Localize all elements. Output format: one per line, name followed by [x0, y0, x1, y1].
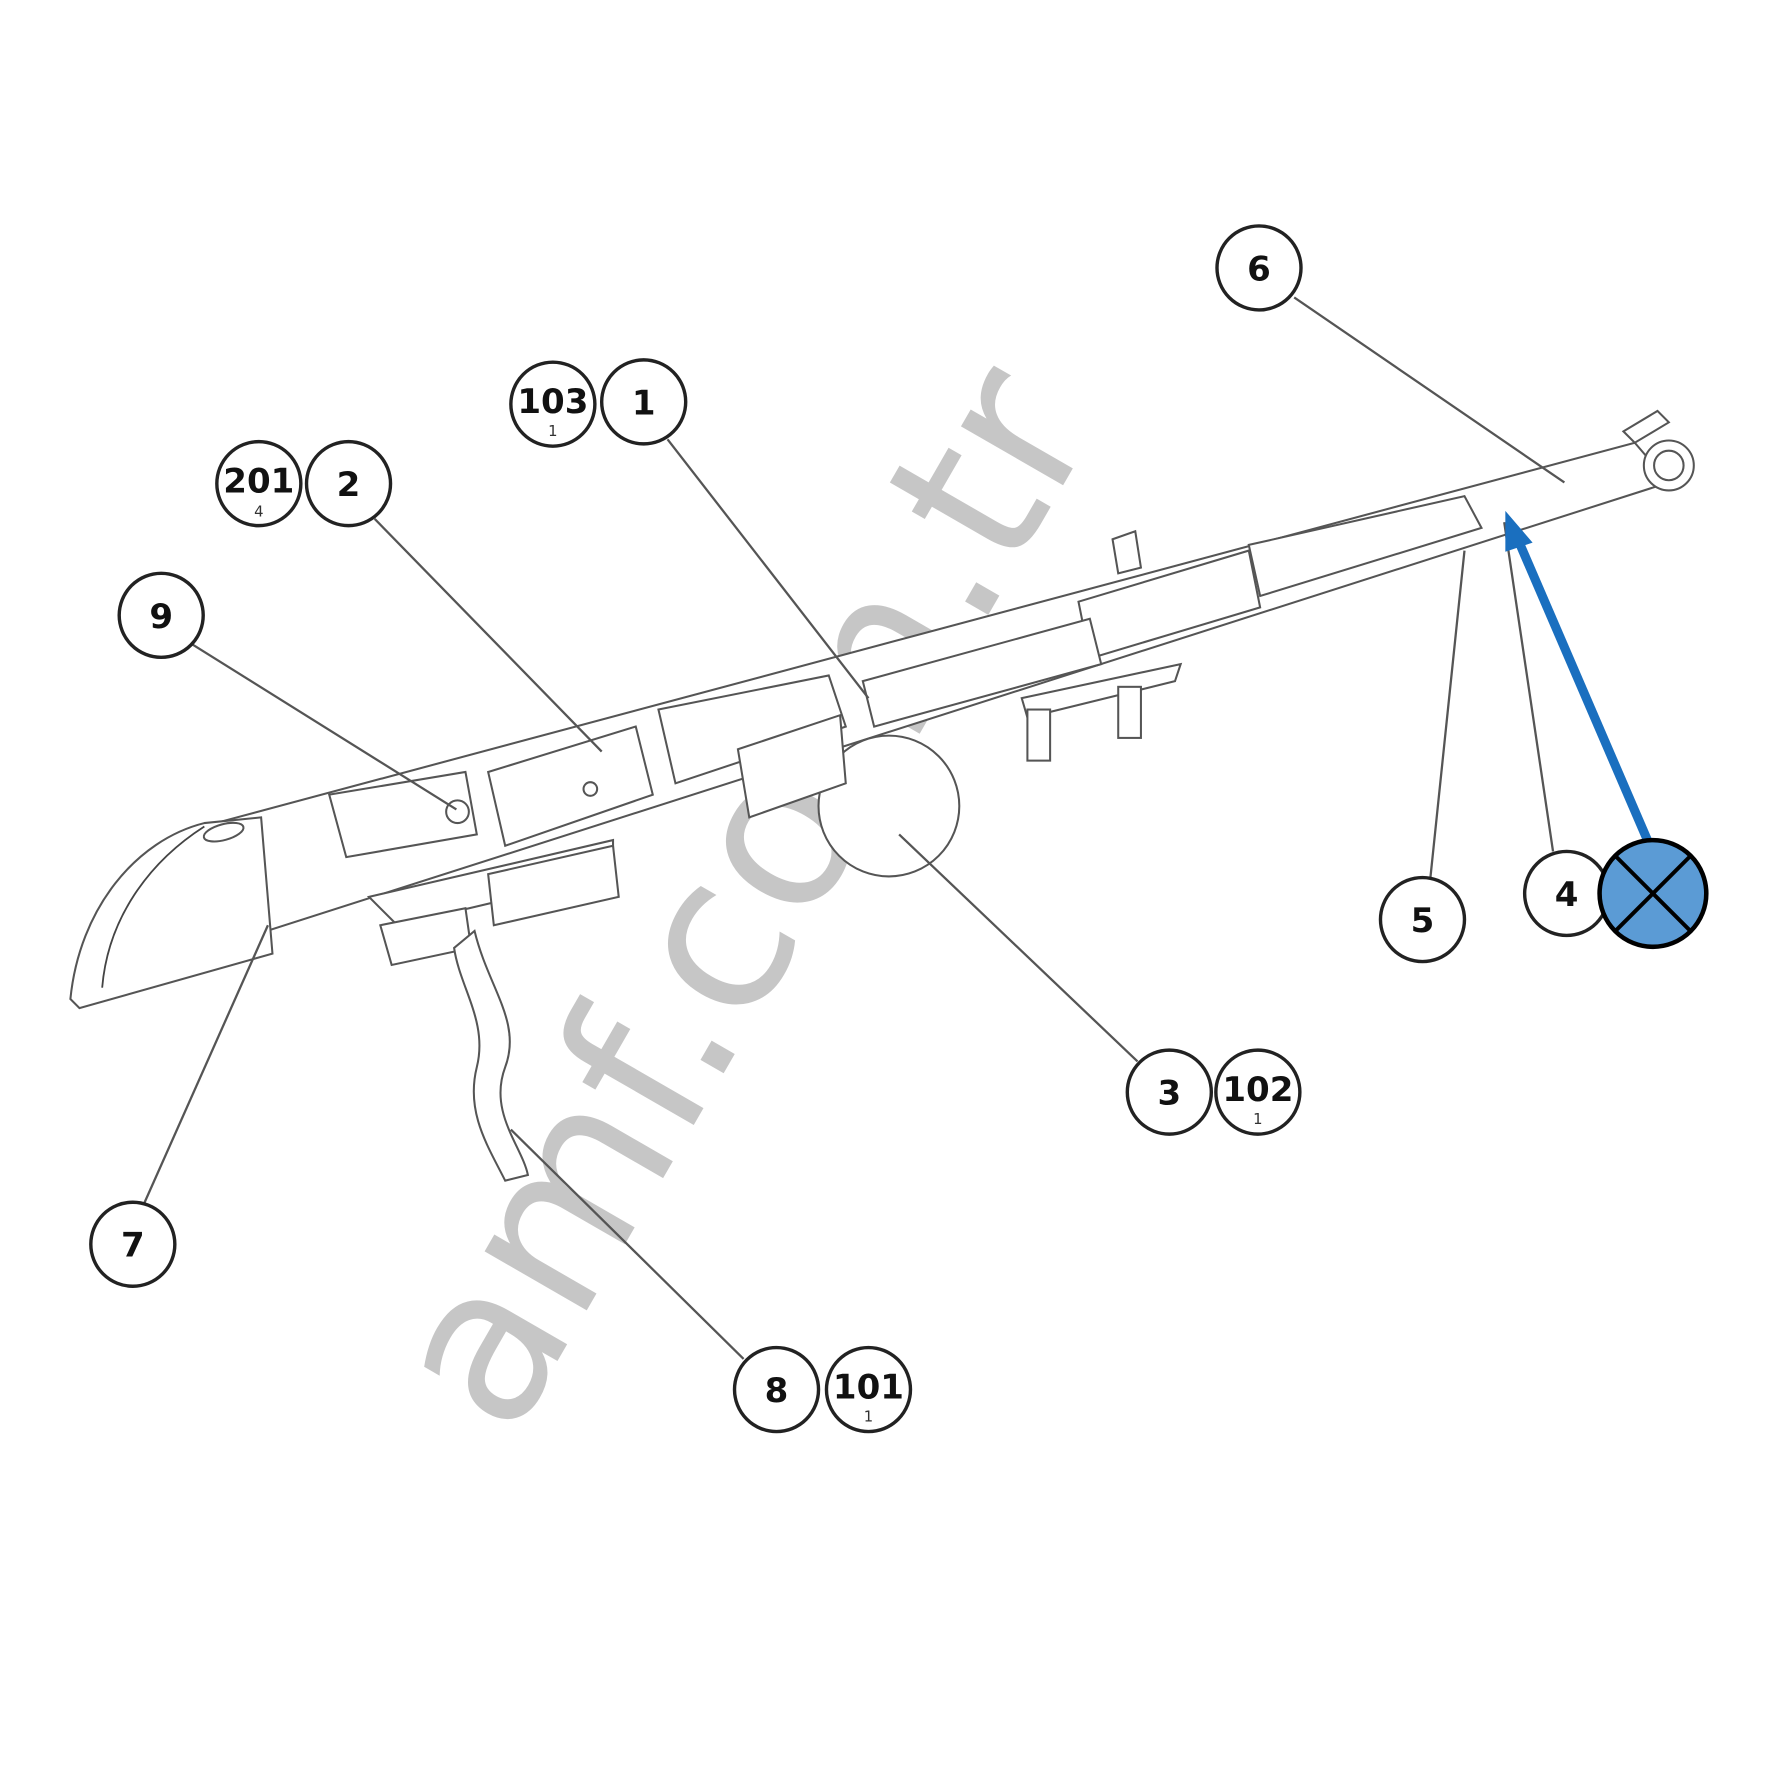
- svg-text:7: 7: [121, 1226, 145, 1266]
- mid-spring: [861, 617, 1103, 728]
- callout-7[interactable]: 7: [89, 1200, 177, 1288]
- svg-text:101: 101: [833, 1368, 904, 1408]
- highlight-arrow: [1505, 510, 1653, 845]
- svg-text:3: 3: [1157, 1074, 1181, 1114]
- svg-text:9: 9: [149, 597, 173, 637]
- stock-butt: [69, 816, 274, 1010]
- trigger: [453, 929, 530, 1182]
- svg-text:6: 6: [1247, 249, 1271, 289]
- leader-lines: [143, 296, 1566, 1360]
- svg-text:8: 8: [765, 1371, 789, 1411]
- callout-8[interactable]: 8: [732, 1345, 821, 1434]
- svg-text:1: 1: [864, 1408, 873, 1425]
- callout-3[interactable]: 3: [1125, 1048, 1214, 1136]
- x-circle-marker[interactable]: [1597, 837, 1709, 950]
- callout-2[interactable]: 2: [304, 439, 393, 528]
- svg-text:2: 2: [337, 465, 361, 505]
- svg-text:103: 103: [517, 382, 588, 422]
- rifle-drawing: [69, 409, 1695, 1182]
- front-spring: [1247, 494, 1483, 598]
- svg-text:4: 4: [1555, 875, 1579, 915]
- svg-text:4: 4: [254, 504, 263, 521]
- callout-5[interactable]: 5: [1378, 875, 1467, 964]
- svg-text:201: 201: [223, 462, 294, 502]
- svg-text:1: 1: [1253, 1111, 1262, 1128]
- svg-text:102: 102: [1222, 1070, 1293, 1110]
- svg-text:1: 1: [548, 423, 557, 440]
- bolt-knob: [817, 734, 961, 878]
- svg-text:5: 5: [1411, 901, 1435, 941]
- callout-6[interactable]: 6: [1215, 224, 1303, 312]
- callout-4[interactable]: 4: [1522, 849, 1611, 938]
- callout-9[interactable]: 9: [117, 571, 205, 660]
- callout-1[interactable]: 1: [599, 358, 688, 446]
- svg-text:1: 1: [632, 383, 656, 423]
